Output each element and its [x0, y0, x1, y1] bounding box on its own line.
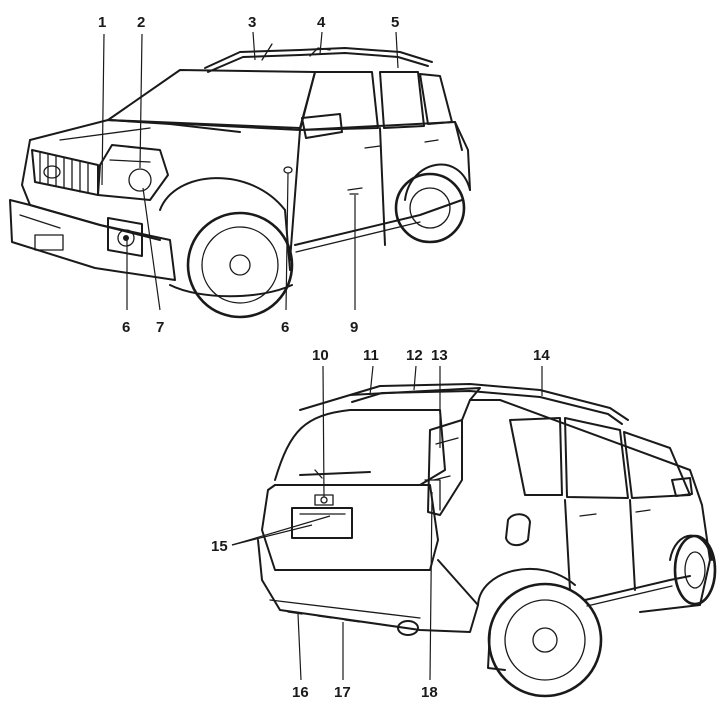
callout-5: 5 — [391, 14, 399, 31]
leader-7 — [142, 187, 161, 311]
leader-12 — [413, 365, 417, 391]
leader-4 — [319, 31, 323, 55]
callout-16: 16 — [292, 684, 309, 701]
callout-15: 15 — [211, 538, 228, 555]
callout-4: 4 — [317, 14, 326, 31]
callout-10: 10 — [312, 347, 329, 364]
callout-12: 12 — [406, 347, 423, 364]
callout-6b: 6 — [281, 319, 289, 336]
callout-14: 14 — [533, 347, 550, 364]
front-view-vehicle — [9, 43, 471, 319]
leader-2 — [139, 33, 143, 169]
callout-6a: 6 — [122, 319, 130, 336]
callout-numbers: 1 2 3 4 5 6 7 6 9 10 11 12 13 14 15 16 1… — [98, 14, 550, 701]
leader-10 — [322, 365, 325, 498]
callout-17: 17 — [334, 684, 351, 701]
callout-18: 18 — [421, 684, 438, 701]
callout-13: 13 — [431, 347, 448, 364]
leader-16 — [297, 613, 302, 681]
rear-view-vehicle — [257, 383, 717, 698]
leader-1 — [101, 33, 105, 186]
leader-15b — [231, 515, 331, 546]
leader-18 — [429, 491, 433, 681]
callout-11: 11 — [363, 347, 379, 364]
leader-5 — [395, 31, 399, 69]
leader-lines — [101, 31, 543, 681]
leader-11 — [369, 365, 374, 396]
callout-2: 2 — [137, 14, 145, 31]
callout-9: 9 — [350, 319, 358, 336]
leader-6b — [285, 172, 289, 311]
callout-1: 1 — [98, 14, 106, 31]
leader-3 — [252, 31, 256, 61]
callout-3: 3 — [248, 14, 256, 31]
callout-7: 7 — [156, 319, 164, 336]
